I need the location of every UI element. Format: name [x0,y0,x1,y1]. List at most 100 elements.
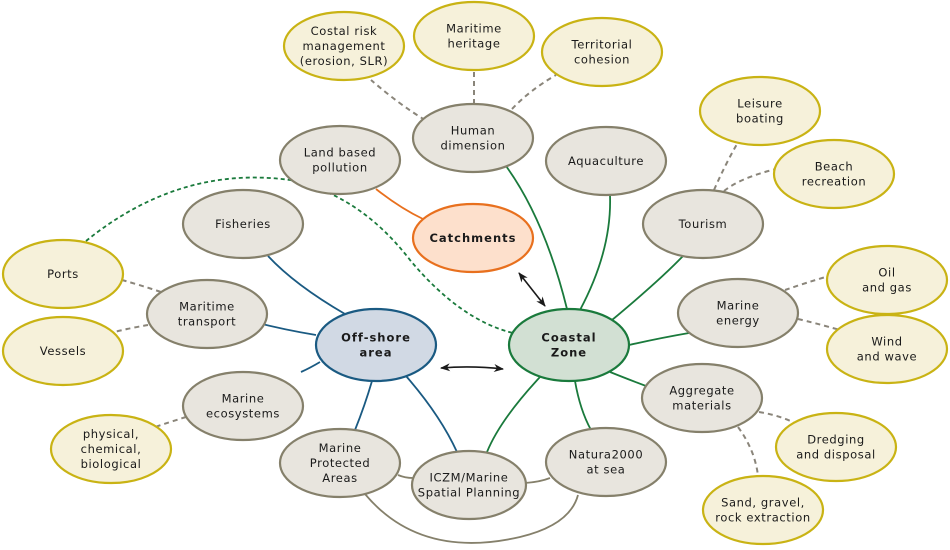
node-label: Wind [871,335,902,349]
node-label: materials [672,399,731,413]
edge-offshore-mpa [354,380,373,431]
node-label: heritage [447,37,500,51]
edge-ports-coastal [85,176,514,334]
edge-coastal-human [505,165,568,310]
node-ellipse [774,411,898,483]
edge-offshore-fisheries [267,255,346,315]
edge-coastal-aggregate [609,371,647,387]
arrows-layer [440,272,546,372]
node-ellipse [49,413,173,485]
edge-coastal-aquaculture [579,194,611,311]
node-label: Human [451,124,495,138]
node-label: area [360,346,393,360]
edge-coastal-tourism [611,255,684,321]
node-label: Aquaculture [568,154,644,168]
node-label: Areas [322,471,357,485]
edges-layer [85,70,841,544]
edge-mecosys-physical [151,416,187,429]
edge-offshore-iczm [405,375,458,453]
node-label: Aggregate [669,384,734,398]
node-label: and disposal [796,448,876,462]
node-label: rock extraction [715,511,810,525]
node-ellipse [278,124,402,196]
node-label: Dredging [807,433,865,447]
node-ellipse [825,313,949,385]
node-ellipse [540,16,664,88]
node-physical: physical,chemical,biological [49,413,173,485]
node-sand: Sand, gravel,rock extraction [701,474,825,546]
edge-aggregate-sand [737,426,759,477]
edge-mtransport-vessels [109,324,149,334]
node-ellipse [410,449,528,521]
node-ellipse [282,10,406,82]
node-label: physical, [83,427,139,441]
node-label: (erosion, SLR) [300,54,388,68]
node-label: Marine [319,441,362,455]
node-vessels: Vessels [1,315,125,387]
node-tourism: Tourism [641,188,765,260]
edge-mpa-natura [364,493,579,544]
node-label: Tourism [678,217,728,231]
node-label: and wave [857,350,917,364]
node-label: dimension [441,139,506,153]
node-ellipse [181,370,305,442]
edge-menergy-oil [784,275,830,291]
node-label: boating [736,112,784,126]
node-ellipse [544,125,668,197]
edge-tourism-leisure [713,143,738,191]
node-label: ICZM/Marine [430,471,509,485]
edge-human-costal [370,79,426,121]
node-label: Leisure [737,97,783,111]
node-ellipse [412,0,536,72]
node-label: Ports [47,267,79,281]
node-ellipse [676,277,800,349]
node-fisheries: Fisheries [181,188,305,260]
node-label: Marine [222,392,265,406]
edge-offshore-mecosys [300,361,321,373]
node-ellipse [640,362,764,434]
node-label: Maritime [446,22,502,36]
node-ellipse [507,307,631,383]
node-label: Fisheries [215,217,271,231]
edge-menergy-wind [797,318,841,331]
edge-iczm-natura [524,477,551,484]
edge-coastal-natura [574,380,592,431]
edge-mpa-iczm [397,474,414,479]
double-arrow-offshore-coastal [440,363,504,372]
edge-coastal-iczm [486,376,541,453]
edge-human-territorial [511,74,557,110]
node-label: energy [716,314,760,328]
node-label: Marine [717,299,760,313]
node-label: ecosystems [206,407,280,421]
node-ellipse [701,474,825,546]
node-label: recreation [802,175,867,189]
node-ellipse [411,202,535,274]
node-ellipse [278,427,402,499]
node-label: Zone [551,346,587,360]
node-label: Sand, gravel, [721,496,805,510]
node-label: Maritime [179,300,235,314]
node-label: Territorial [571,38,633,52]
node-label: pollution [312,161,367,175]
node-ellipse [698,75,822,147]
node-label: Off-shore [341,331,411,345]
node-ellipse [772,138,896,210]
node-label: biological [81,457,142,471]
node-label: chemical, [81,442,142,456]
node-ellipse [314,307,438,383]
node-label: Land based [304,146,376,160]
